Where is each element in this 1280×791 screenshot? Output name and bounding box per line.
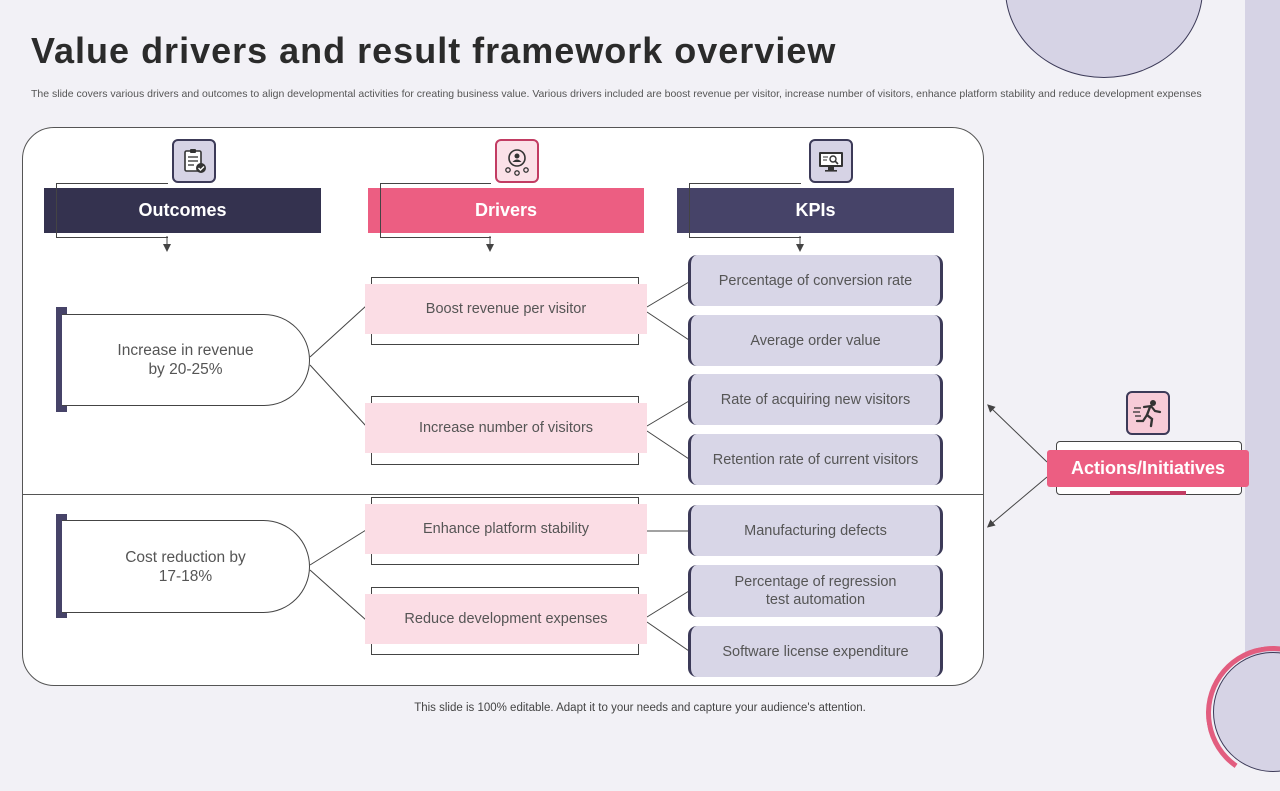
section-divider [22,494,984,496]
kpi-regression-automation: Percentage of regression test automation [688,565,943,617]
slide-subtitle: The slide covers various drivers and out… [31,88,1202,100]
connector-line [646,621,690,652]
header-bracket [56,183,168,238]
header-bracket [689,183,801,238]
outcome-cost: Cost reduction by 17-18% [62,520,310,613]
outcome-accent-bar [56,307,67,412]
driver-reduce-expenses: Reduce development expenses [365,594,647,644]
connector-line [646,281,690,308]
kpi-conversion-rate: Percentage of conversion rate [688,255,943,306]
user-network-icon [495,139,539,183]
connector-line [646,400,690,427]
connector-line [646,590,690,618]
kpis-header: KPIs [677,188,954,233]
outcome-revenue: Increase in revenue by 20-25% [62,314,310,406]
outcome-accent-bar [56,514,67,618]
driver-platform-stability: Enhance platform stability [365,504,647,554]
driver-boost-revenue: Boost revenue per visitor [365,284,647,334]
connector-line [646,430,690,460]
connector-lines [163,236,1048,652]
actions-initiatives-label: Actions/Initiatives [1047,450,1249,487]
slide-title: Value drivers and result framework overv… [31,30,837,71]
kpi-retention-rate: Retention rate of current visitors [688,434,943,485]
outcomes-header: Outcomes [44,188,321,233]
actions-tab-accent [1110,491,1186,495]
connector-line [309,529,367,566]
slide-footer: This slide is 100% editable. Adapt it to… [414,702,866,714]
kpi-average-order-value: Average order value [688,315,943,366]
header-bracket [380,183,491,238]
clipboard-check-icon [172,139,216,183]
connector-line [309,305,367,358]
connector-line [309,364,367,427]
kpi-new-visitors: Rate of acquiring new visitors [688,374,943,425]
drivers-header: Drivers [368,188,644,233]
connector-line [646,311,690,341]
actions-arrow-down [986,476,1048,528]
kpi-license-expenditure: Software license expenditure [688,626,943,677]
kpi-manufacturing-defects: Manufacturing defects [688,505,943,556]
driver-increase-visitors: Increase number of visitors [365,403,647,453]
actions-arrow-up [987,404,1048,463]
right-side-strip [1245,0,1280,720]
monitor-search-icon [809,139,853,183]
connector-line [309,569,367,621]
running-person-icon [1126,391,1170,435]
